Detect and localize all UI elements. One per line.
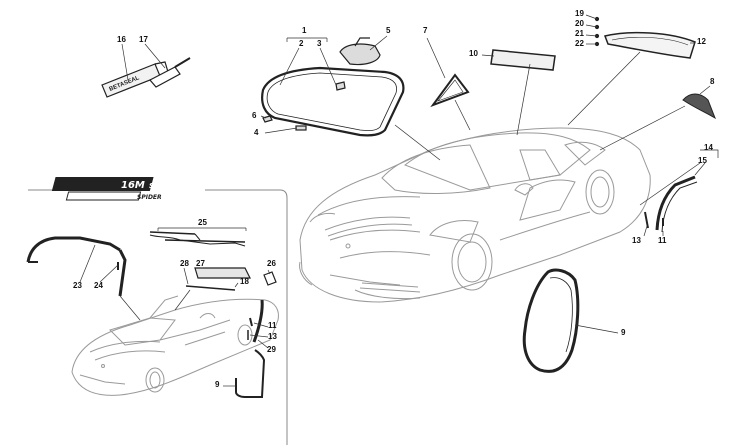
spider-car-outline bbox=[71, 295, 279, 396]
callout-inset-11: 11 bbox=[268, 321, 277, 330]
rearview-mirror-part bbox=[339, 37, 381, 66]
strip-kit-part bbox=[149, 231, 246, 247]
callout-24: 24 bbox=[94, 281, 103, 290]
callout-7: 7 bbox=[423, 26, 428, 35]
large-door-seal-part bbox=[522, 268, 580, 373]
inset-door-seal-part bbox=[235, 349, 266, 398]
callout-20: 20 bbox=[575, 19, 584, 28]
quarter-glass-part bbox=[430, 73, 470, 108]
sticker-part bbox=[295, 125, 307, 131]
door-seal-part bbox=[655, 175, 698, 233]
callout-2: 2 bbox=[299, 39, 304, 48]
leader-lines bbox=[79, 14, 719, 387]
parts: BETASEAL bbox=[26, 16, 716, 398]
callout-1: 1 bbox=[302, 26, 307, 35]
callout-5: 5 bbox=[386, 26, 391, 35]
triangle-trim-part bbox=[682, 93, 716, 120]
screw-set-part bbox=[594, 16, 600, 47]
callout-15: 15 bbox=[698, 156, 707, 165]
callout-6: 6 bbox=[252, 111, 257, 120]
side-glass-part bbox=[603, 31, 696, 59]
nozzle-part bbox=[149, 57, 191, 88]
callout-26: 26 bbox=[267, 259, 276, 268]
spider-seal-part bbox=[26, 236, 127, 297]
callout-11: 11 bbox=[658, 236, 667, 245]
rear-window-part bbox=[490, 49, 556, 71]
callout-3: 3 bbox=[317, 39, 322, 48]
callout-10: 10 bbox=[469, 49, 478, 58]
badge-line2: SPIDER bbox=[137, 194, 162, 201]
callout-29: 29 bbox=[267, 345, 276, 354]
callout-14: 14 bbox=[704, 143, 713, 152]
callout-17: 17 bbox=[139, 35, 148, 44]
callout-18: 18 bbox=[240, 277, 249, 286]
glass-panel-part bbox=[194, 267, 251, 279]
callout-9: 9 bbox=[621, 328, 626, 337]
callout-inset-13: 13 bbox=[268, 332, 277, 341]
callout-16: 16 bbox=[117, 35, 126, 44]
badge-number: 16M bbox=[121, 180, 145, 191]
callout-22: 22 bbox=[575, 39, 584, 48]
main-car-outline bbox=[299, 127, 651, 303]
inset-screw-part bbox=[249, 317, 253, 327]
callout-28: 28 bbox=[180, 259, 189, 268]
callout-27: 27 bbox=[196, 259, 205, 268]
trim-part bbox=[644, 211, 649, 229]
callout-21: 21 bbox=[575, 29, 584, 38]
callout-8: 8 bbox=[710, 77, 715, 86]
callout-25: 25 bbox=[198, 218, 207, 227]
callout-19: 19 bbox=[575, 9, 584, 18]
clip-part bbox=[262, 115, 273, 123]
windshield-part bbox=[261, 66, 405, 137]
callout-4: 4 bbox=[254, 128, 259, 137]
spider-inset: 16M SCUDERIA SPIDER bbox=[28, 177, 288, 445]
brand-badge: 16M SCUDERIA SPIDER bbox=[51, 177, 189, 201]
callout-13: 13 bbox=[632, 236, 641, 245]
seal-strip-part bbox=[185, 285, 236, 291]
window-strip-part bbox=[252, 299, 264, 343]
callout-23: 23 bbox=[73, 281, 82, 290]
callout-inset-9: 9 bbox=[215, 380, 220, 389]
callout-12: 12 bbox=[697, 37, 706, 46]
rain-sensor-part bbox=[335, 81, 346, 91]
badge-line1: SCUDERIA bbox=[149, 182, 189, 190]
